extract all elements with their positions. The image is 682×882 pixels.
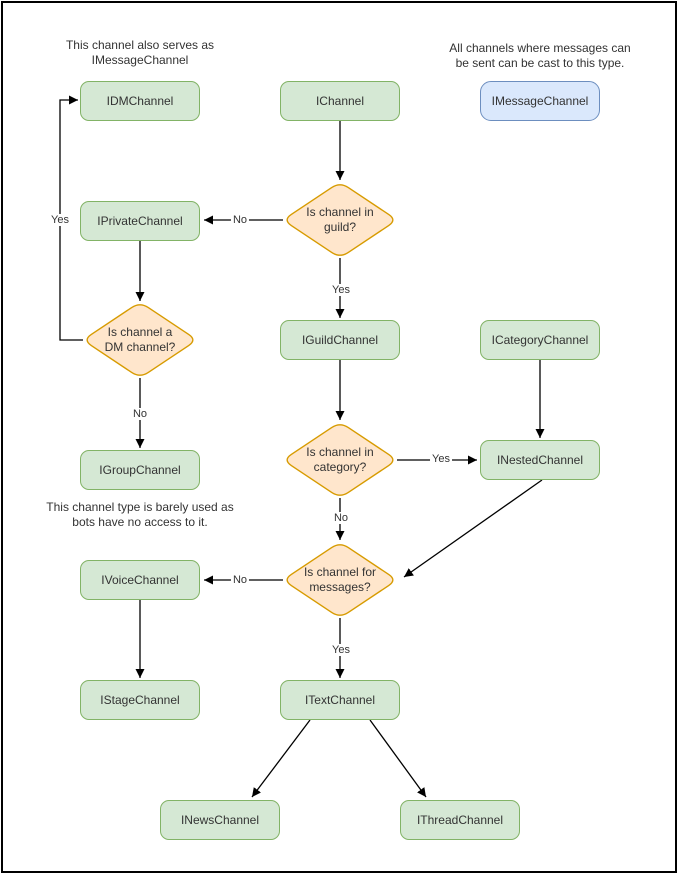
node-ithreadchannel: IThreadChannel bbox=[400, 800, 520, 840]
edge-inestedchannel-to-messages-decision bbox=[403, 479, 543, 578]
node-ichannel: IChannel bbox=[280, 81, 400, 121]
note-igroupchannel: This channel type is barely used as bots… bbox=[30, 500, 250, 530]
note-igroupchannel-line2: bots have no access to it. bbox=[72, 515, 208, 529]
edge-label-dm-no: No bbox=[130, 408, 150, 420]
decision-messages-line2: messages? bbox=[309, 580, 371, 594]
note-imessagechannel-line2: be sent can be cast to this type. bbox=[455, 56, 625, 70]
node-inestedchannel: INestedChannel bbox=[480, 440, 600, 480]
decision-dm-line1: Is channel a bbox=[107, 325, 173, 339]
edge-itextchannel-to-ithreadchannel bbox=[369, 719, 427, 798]
decision-category-line1: Is channel in bbox=[306, 445, 374, 459]
note-imessagechannel-line1: All channels where messages can bbox=[449, 41, 631, 55]
decision-guild-label: Is channel in guild? bbox=[285, 205, 395, 235]
edge-label-guild-yes: Yes bbox=[330, 284, 352, 296]
node-itextchannel: ITextChannel bbox=[280, 680, 400, 720]
decision-messages-label: Is channel for messages? bbox=[285, 565, 395, 595]
decision-guild-line2: guild? bbox=[323, 220, 357, 234]
edge-label-messages-no: No bbox=[230, 574, 250, 586]
decision-category-label: Is channel in category? bbox=[285, 445, 395, 475]
node-icategorychannel: ICategoryChannel bbox=[480, 320, 600, 360]
node-imessagechannel: IMessageChannel bbox=[480, 81, 600, 121]
edge-label-messages-yes: Yes bbox=[330, 644, 352, 656]
decision-dm-label: Is channel a DM channel? bbox=[85, 325, 195, 355]
edge-label-guild-no: No bbox=[230, 214, 250, 226]
node-iprivatechannel: IPrivateChannel bbox=[80, 201, 200, 241]
edge-label-dm-yes: Yes bbox=[49, 214, 71, 226]
node-idmchannel: IDMChannel bbox=[80, 81, 200, 121]
edge-itextchannel-to-inewschannel bbox=[251, 719, 311, 798]
note-idmchannel-line1: This channel also serves as bbox=[65, 38, 215, 52]
note-idmchannel-line2: IMessageChannel bbox=[91, 53, 189, 67]
node-ivoicechannel: IVoiceChannel bbox=[80, 560, 200, 600]
note-idmchannel: This channel also serves as IMessageChan… bbox=[30, 38, 250, 68]
decision-guild-line1: Is channel in bbox=[306, 205, 374, 219]
edge-label-category-yes: Yes bbox=[430, 453, 452, 465]
node-istagechannel: IStageChannel bbox=[80, 680, 200, 720]
note-imessagechannel: All channels where messages can be sent … bbox=[430, 41, 650, 71]
node-igroupchannel: IGroupChannel bbox=[80, 450, 200, 490]
note-igroupchannel-line1: This channel type is barely used as bbox=[46, 500, 234, 514]
node-iguildchannel: IGuildChannel bbox=[280, 320, 400, 360]
edge-label-category-no: No bbox=[331, 512, 351, 524]
node-inewschannel: INewsChannel bbox=[160, 800, 280, 840]
decision-category-line2: category? bbox=[313, 460, 367, 474]
decision-messages-line1: Is channel for bbox=[303, 565, 377, 579]
decision-dm-line2: DM channel? bbox=[104, 340, 176, 354]
